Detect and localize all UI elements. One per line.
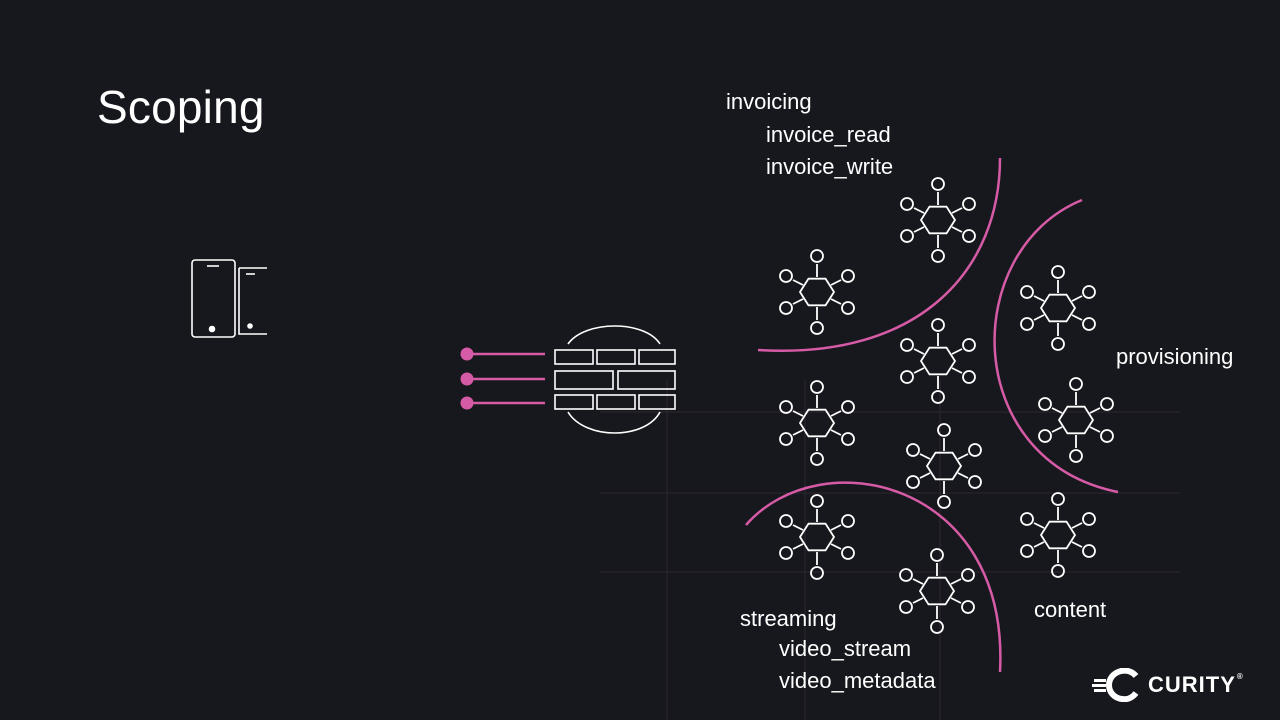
streaming-boundary	[745, 481, 1002, 673]
microservice-icon	[779, 249, 855, 335]
brand-logo: CURITY®	[1092, 668, 1244, 702]
microservice-icon	[900, 318, 976, 404]
scope-label-video-stream: video_stream	[779, 636, 912, 661]
microservice-icon	[779, 494, 855, 580]
brand-name: CURITY®	[1148, 672, 1244, 697]
provisioning-boundary	[993, 198, 1119, 494]
scope-label-video-metadata: video_metadata	[779, 668, 936, 693]
group-label-streaming: streaming	[740, 606, 837, 631]
page-title: Scoping	[97, 81, 265, 133]
microservice-icon	[899, 548, 975, 634]
microservice-icon	[1020, 492, 1096, 578]
request-lines	[460, 347, 545, 410]
scope-label-invoice-write: invoice_write	[766, 154, 894, 179]
mobile-devices-icon	[191, 259, 267, 338]
microservice-icon	[900, 177, 976, 263]
microservice-icon	[906, 423, 982, 509]
microservice-icon	[1020, 265, 1096, 351]
scope-label-invoice-read: invoice_read	[766, 122, 891, 147]
group-label-invoicing: invoicing	[726, 89, 812, 114]
firewall-icon	[554, 325, 676, 434]
scope-boundaries	[745, 157, 1119, 673]
curity-logo-icon	[1092, 668, 1139, 702]
group-label-provisioning: provisioning	[1116, 344, 1234, 369]
microservice-icon	[779, 380, 855, 466]
microservices	[779, 177, 1114, 634]
invoicing-boundary	[757, 157, 1002, 353]
microservice-icon	[1038, 377, 1114, 463]
group-label-content: content	[1034, 597, 1107, 622]
